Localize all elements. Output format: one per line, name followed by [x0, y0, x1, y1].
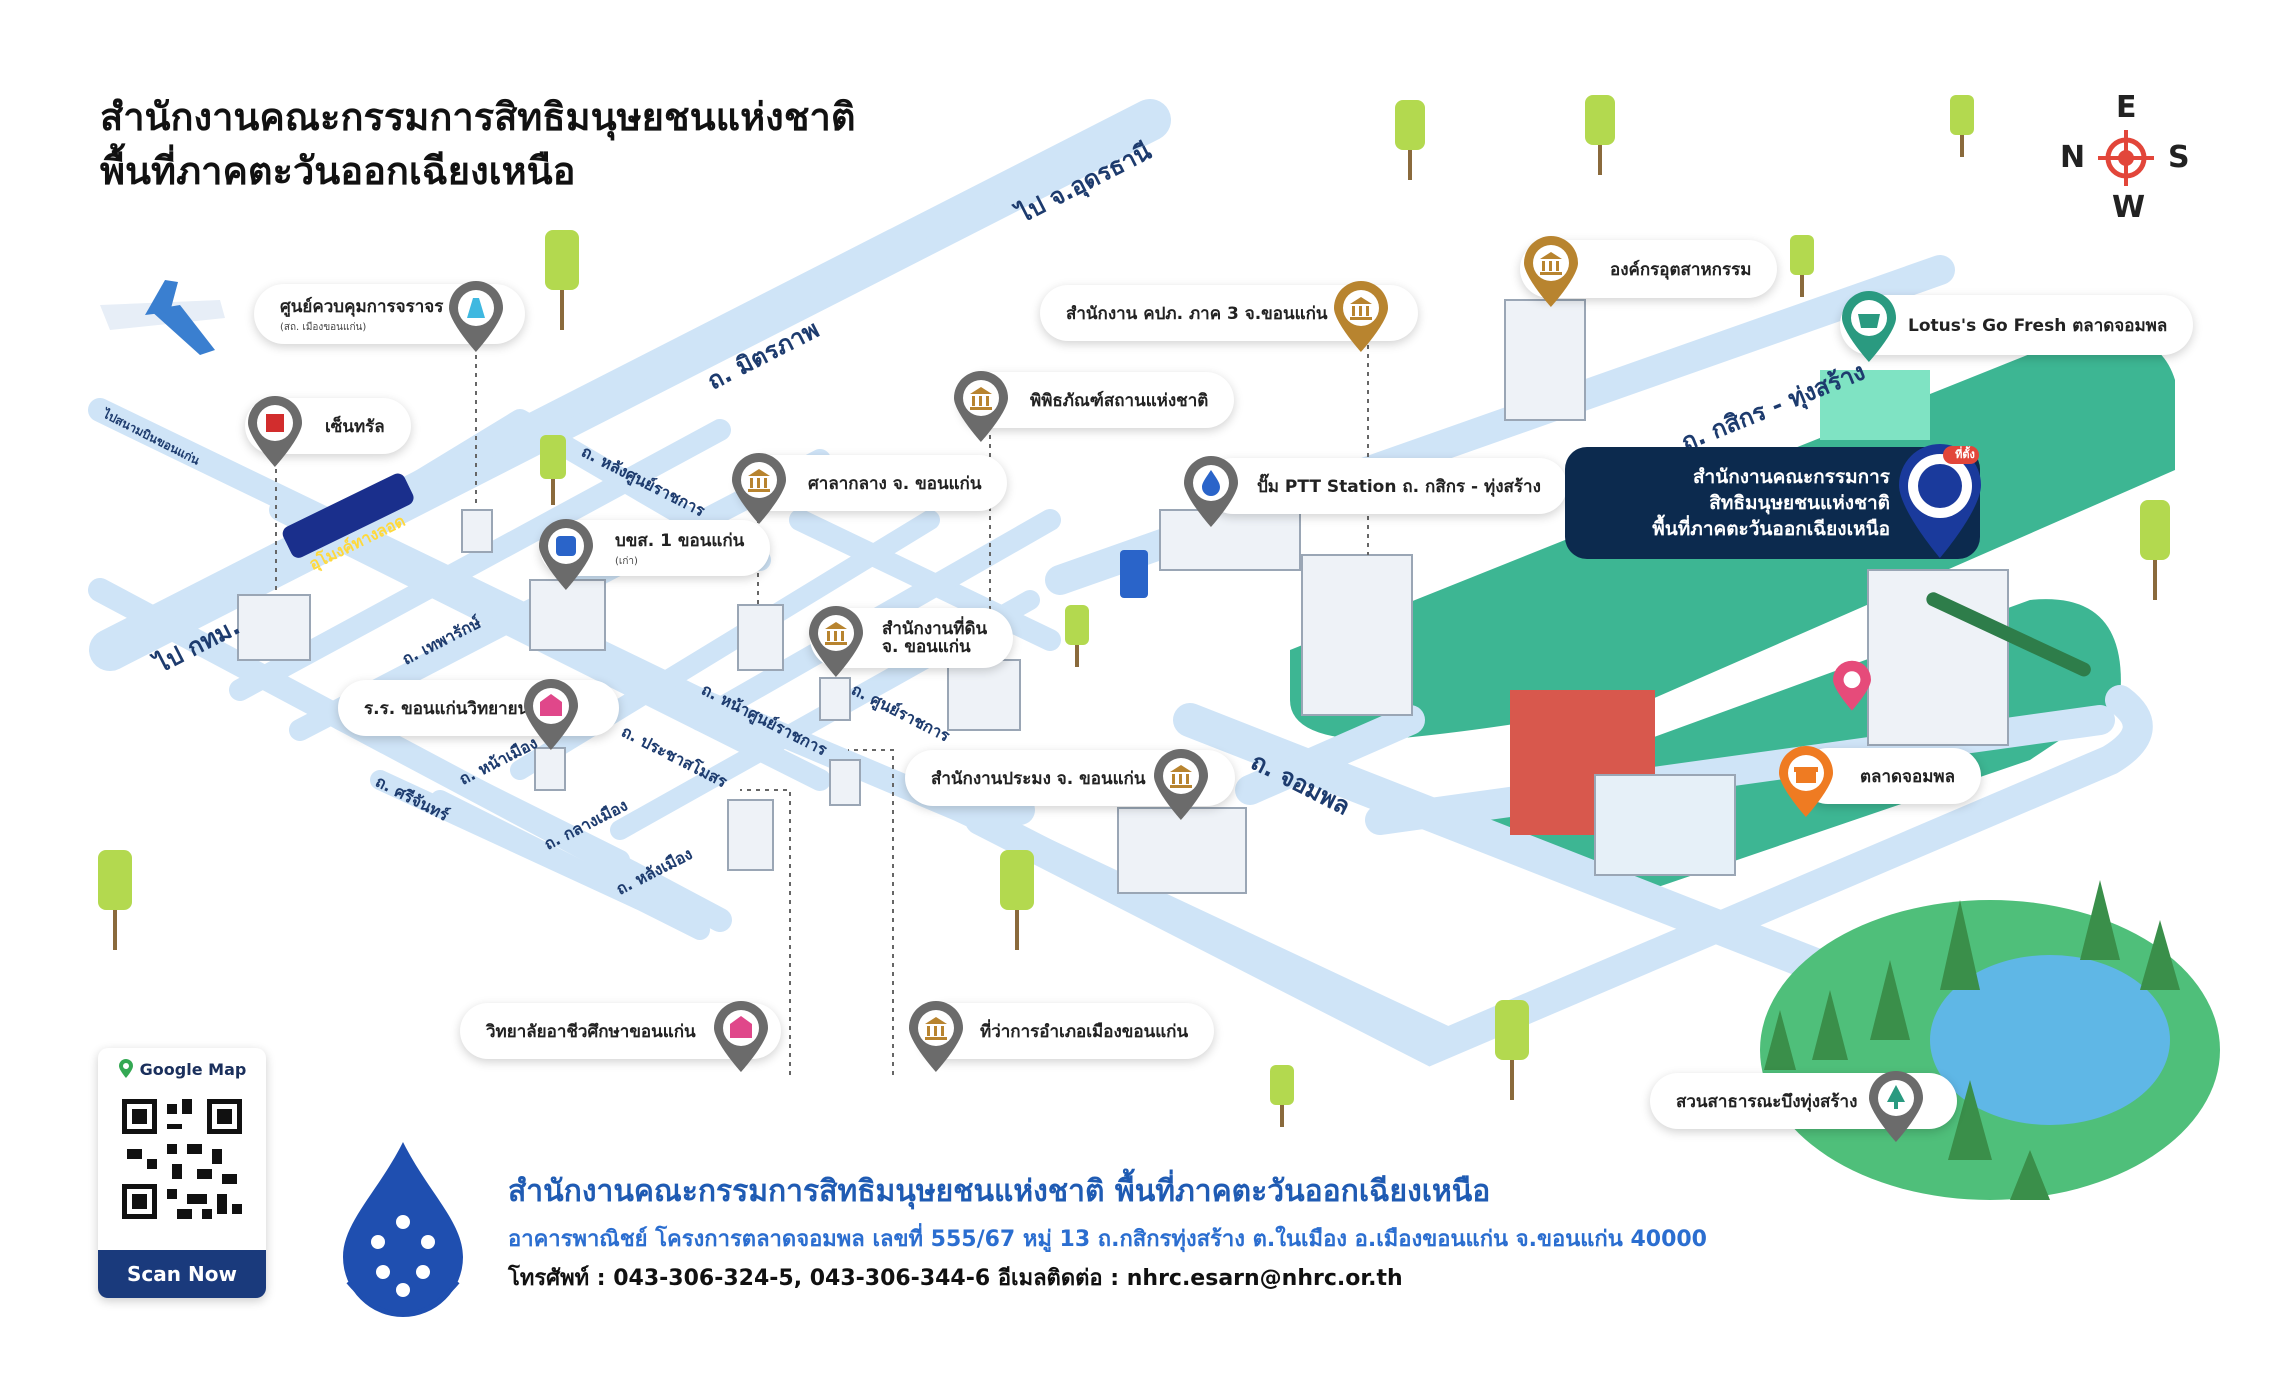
place-fishery-office-label: สำนักงานประมง จ. ขอนแก่น — [931, 768, 1146, 789]
park-trees — [1764, 880, 2180, 1200]
school-icon — [730, 1016, 752, 1038]
bank-icon — [748, 469, 770, 492]
fuel-icon — [1202, 470, 1220, 496]
footer-phone-email: โทรศัพท์ : 043-306-324-5, 043-306-344-6 … — [508, 1266, 1403, 1291]
lotus-building — [1820, 370, 1930, 440]
place-ptt-station-label: ปั๊ม PTT Station ถ. กสิกร - ทุ่งสร้าง — [1257, 476, 1541, 497]
footer-org-name: สำนักงานคณะกรรมการสิทธิมนุษยชนแห่งชาติ พ… — [508, 1174, 1491, 1209]
road-chom-phon — [965, 685, 2153, 1067]
place-school-label: ร.ร. ขอนแก่นวิทยายน — [364, 698, 530, 719]
bank-icon — [1170, 765, 1192, 788]
tunnel-badge — [282, 473, 414, 558]
hedge — [1926, 592, 2091, 677]
place-chom-phon-market-label: ตลาดจอมพล — [1860, 766, 1956, 787]
pin-industry-org[interactable] — [1520, 235, 1582, 309]
bank-icon — [1350, 297, 1372, 320]
pin-fishery-office[interactable] — [1150, 748, 1212, 822]
buildings — [237, 299, 2009, 894]
compass-rose-icon — [2098, 130, 2154, 186]
pin-park[interactable] — [1865, 1070, 1927, 1144]
pin-oic-office[interactable] — [1330, 280, 1392, 354]
scan-now-button[interactable]: Scan Now — [98, 1250, 266, 1298]
school-icon — [540, 694, 562, 716]
pin-school[interactable] — [520, 678, 582, 752]
hq-callout[interactable]: สำนักงานคณะกรรมการ สิทธิมนุษยชนแห่งชาติ … — [1565, 447, 1980, 559]
bank-icon — [925, 1017, 947, 1040]
pin-lotus[interactable] — [1838, 290, 1900, 364]
hq-badge: ที่ตั้ง — [1955, 448, 1975, 461]
qr-card[interactable]: Google Map Scan Now — [98, 1048, 266, 1298]
qr-code[interactable] — [117, 1094, 247, 1224]
compass-east: E — [2116, 90, 2137, 125]
pin-location-marker — [1833, 660, 1871, 711]
nhrc-logo — [343, 1142, 463, 1317]
basket-icon — [1858, 314, 1880, 328]
google-maps-icon — [118, 1059, 133, 1078]
pin-chom-phon-market[interactable] — [1775, 745, 1837, 819]
footer-address: อาคารพาณิชย์ โครงการตลาดจอมพล เลขที่ 555… — [508, 1227, 1707, 1252]
place-lotus-label: Lotus's Go Fresh ตลาดจอมพล — [1908, 315, 2168, 336]
place-district-office[interactable]: ที่ว่าการอำเภอเมืองขอนแก่น — [920, 1003, 1215, 1059]
decorative-trees — [98, 95, 2170, 1127]
place-oic-office-label: สำนักงาน คปภ. ภาค 3 จ.ขอนแก่น — [1066, 303, 1328, 324]
place-park-label: สวนสาธารณะบึงทุ่งสร้าง — [1676, 1091, 1858, 1112]
place-bus-terminal-label: บขส. 1 ขอนแก่น — [615, 531, 745, 551]
compass-west: W — [2112, 190, 2146, 225]
footer-contact: สำนักงานคณะกรรมการสิทธิมนุษยชนแห่งชาติ พ… — [508, 1168, 1908, 1295]
pin-bus-terminal[interactable] — [535, 518, 597, 592]
place-industry-org-label: องค์กรอุตสาหกรรม — [1610, 259, 1752, 280]
bank-icon — [970, 387, 992, 410]
qr-header: Google Map — [98, 1048, 266, 1090]
airplane-icon — [100, 280, 225, 355]
fuel-dispenser — [1120, 550, 1148, 598]
hq-line-3: พื้นที่ภาคตะวันออกเฉียงเหนือ — [1652, 518, 1890, 540]
qr-header-label: Google Map — [139, 1059, 247, 1079]
place-traffic-center-label: ศูนย์ควบคุมการจราจร — [280, 297, 444, 317]
place-museum-label: พิพิธภัณฑ์สถานแห่งชาติ — [1030, 390, 1209, 411]
place-traffic-center-sub: (สถ. เมืองขอนแก่น) — [280, 322, 367, 333]
compass-north: N — [2060, 140, 2086, 175]
pin-vocational-college[interactable] — [710, 1000, 772, 1074]
pin-ptt-station[interactable] — [1180, 455, 1242, 529]
hq-line-1: สำนักงานคณะกรรมการ — [1692, 466, 1890, 488]
pin-traffic-center[interactable] — [445, 280, 507, 354]
park-lake — [1930, 955, 2170, 1125]
bank-icon — [825, 622, 847, 645]
compass: E N S W — [2060, 90, 2200, 230]
store-icon — [1794, 767, 1818, 783]
compass-south: S — [2168, 140, 2190, 175]
place-ptt-station[interactable]: ปั๊ม PTT Station ถ. กสิกร - ทุ่งสร้าง — [1205, 458, 1567, 514]
tree-icon — [1887, 1085, 1905, 1109]
place-district-office-label: ที่ว่าการอำเภอเมืองขอนแก่น — [980, 1021, 1189, 1042]
place-city-hall[interactable]: ศาลากลาง จ. ขอนแก่น — [738, 455, 1008, 511]
place-city-hall-label: ศาลากลาง จ. ขอนแก่น — [808, 473, 982, 494]
bank-icon — [1540, 252, 1562, 275]
hq-line-2: สิทธิมนุษยชนแห่งชาติ — [1709, 492, 1890, 514]
place-central-label: เซ็นทรัล — [325, 416, 385, 437]
bus-icon — [556, 536, 576, 556]
place-vocational-college-label: วิทยาลัยอาชีวศึกษาขอนแก่น — [486, 1021, 696, 1042]
pin-district-office[interactable] — [905, 1000, 967, 1074]
place-bus-terminal-sub: (เก่า) — [615, 556, 638, 567]
pin-central[interactable] — [244, 395, 306, 469]
road-icon — [467, 298, 485, 318]
map-title: สำนักงานคณะกรรมการสิทธิมนุษยชนแห่งชาติ พ… — [100, 90, 856, 198]
place-lotus[interactable]: Lotus's Go Fresh ตลาดจอมพล — [1840, 295, 2194, 355]
place-land-office-label: สำนักงานที่ดิน จ. ขอนแก่น — [882, 619, 988, 657]
market-annex — [1594, 774, 1736, 876]
central-logo-icon — [266, 414, 284, 432]
hq-location-pin-icon — [1899, 444, 1981, 558]
pin-museum[interactable] — [950, 370, 1012, 444]
pin-city-hall[interactable] — [728, 452, 790, 526]
title-line-1: สำนักงานคณะกรรมการสิทธิมนุษยชนแห่งชาติ — [100, 95, 856, 139]
pin-land-office[interactable] — [805, 605, 867, 679]
title-line-2: พื้นที่ภาคตะวันออกเฉียงเหนือ — [100, 149, 576, 193]
